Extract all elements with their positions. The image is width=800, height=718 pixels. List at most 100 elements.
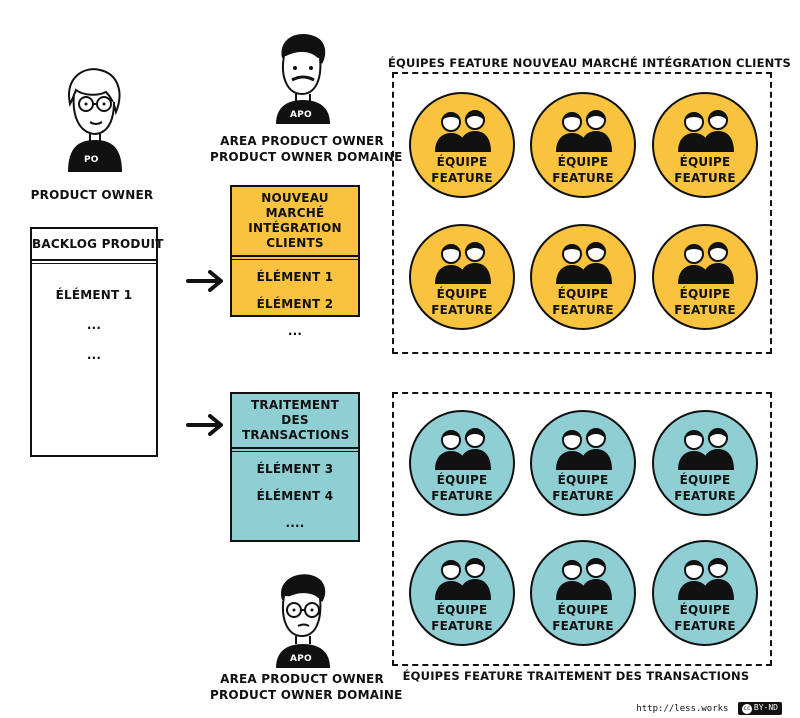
feature-team-label-line-1: ÉQUIPE [436,603,488,617]
product-owner-label: PRODUCT OWNER [30,188,154,202]
list-item: ÉLÉMENT 1 [55,288,133,302]
feature-team-label-line-2: FEATURE [431,489,493,503]
feature-team-label: ÉQUIPE FEATURE [654,154,756,186]
product-backlog-title: BACKLOG PRODUIT [32,229,163,264]
feature-team-label-line-2: FEATURE [552,303,614,317]
feature-team-label: ÉQUIPE FEATURE [654,286,756,318]
feature-team-circle: ÉQUIPE FEATURE [652,92,758,198]
feature-team-label-line-1: ÉQUIPE [557,155,609,169]
feature-team-label-line-2: FEATURE [552,619,614,633]
team-people-icon [672,554,742,600]
feature-team-label: ÉQUIPE FEATURE [411,602,513,634]
product-backlog: BACKLOG PRODUIT ÉLÉMENT 1 ... ... [30,227,163,457]
list-item: ... [86,318,102,332]
apo-badge: APO [290,110,312,120]
feature-team-label-line-1: ÉQUIPE [679,473,731,487]
feature-team-label-line-1: ÉQUIPE [557,287,609,301]
feature-team-label: ÉQUIPE FEATURE [411,472,513,504]
team-people-icon [429,238,499,284]
feature-team-label: ÉQUIPE FEATURE [411,286,513,318]
feature-team-label-line-2: FEATURE [674,619,736,633]
area-backlog-new-market: NOUVEAU MARCHÉ INTÉGRATION CLIENTS ÉLÉME… [230,185,360,338]
area-backlog-transactions: TRAITEMENT DES TRANSACTIONS ÉLÉMENT 3 ÉL… [230,392,360,542]
feature-team-label-line-1: ÉQUIPE [557,603,609,617]
feature-team-circle: ÉQUIPE FEATURE [530,224,636,330]
feature-team-circle: ÉQUIPE FEATURE [652,540,758,646]
feature-team-circle: ÉQUIPE FEATURE [530,540,636,646]
list-item: ÉLÉMENT 2 [256,297,334,311]
area-owner-label-1: AREA PRODUCT OWNER [220,134,384,148]
feature-team-label-line-2: FEATURE [431,619,493,633]
feature-team-circle: ÉQUIPE FEATURE [652,410,758,516]
feature-team-label: ÉQUIPE FEATURE [532,472,634,504]
feature-team-label-line-1: ÉQUIPE [679,155,731,169]
team-people-icon [429,424,499,470]
feature-team-label: ÉQUIPE FEATURE [411,154,513,186]
feature-team-label-line-2: FEATURE [431,171,493,185]
team-people-icon [550,106,620,152]
area-owner-label-1: AREA PRODUCT OWNER [220,672,384,686]
feature-team-label-line-1: ÉQUIPE [679,603,731,617]
arrow-right-icon [186,270,223,292]
feature-team-circle: ÉQUIPE FEATURE [409,410,515,516]
team-people-icon [550,554,620,600]
region-label-transactions: ÉQUIPES FEATURE TRAITEMENT DES TRANSACTI… [402,669,750,683]
team-people-icon [429,554,499,600]
footer-url[interactable]: http://less.works [636,704,729,714]
team-people-icon [550,238,620,284]
feature-team-label: ÉQUIPE FEATURE [654,602,756,634]
product-backlog-items: ÉLÉMENT 1 ... ... [32,287,156,377]
area-product-owner-avatar [276,574,330,668]
feature-team-circle: ÉQUIPE FEATURE [530,92,636,198]
po-badge: PO [84,155,99,165]
feature-teams-region-new-market [392,72,772,354]
feature-team-label-line-1: ÉQUIPE [557,473,609,487]
apo-badge: APO [290,654,312,664]
feature-team-circle: ÉQUIPE FEATURE [530,410,636,516]
region-label-new-market: ÉQUIPES FEATURE NOUVEAU MARCHÉ INTÉGRATI… [388,56,792,70]
team-people-icon [672,106,742,152]
area-owner-label-2: PRODUCT OWNER DOMAINE [210,150,403,164]
cc-icon: cc [741,704,752,714]
feature-team-circle: ÉQUIPE FEATURE [409,92,515,198]
area-backlog-title: NOUVEAU MARCHÉ INTÉGRATION CLIENTS [232,187,358,260]
area-backlog-title: TRAITEMENT DES TRANSACTIONS [232,394,358,452]
area-product-owner-avatar [276,34,330,124]
team-people-icon [672,424,742,470]
feature-team-label: ÉQUIPE FEATURE [532,602,634,634]
team-people-icon [429,106,499,152]
list-item: ÉLÉMENT 4 [256,489,334,503]
feature-team-label-line-1: ÉQUIPE [436,287,488,301]
feature-team-label-line-2: FEATURE [552,171,614,185]
feature-team-label-line-2: FEATURE [674,489,736,503]
list-item: .... [285,516,305,530]
area-backlog-items: ÉLÉMENT 3 ÉLÉMENT 4 .... [232,449,358,542]
feature-team-label-line-2: FEATURE [674,171,736,185]
feature-team-circle: ÉQUIPE FEATURE [409,540,515,646]
feature-team-circle: ÉQUIPE FEATURE [652,224,758,330]
area-backlog-items: ÉLÉMENT 1 ÉLÉMENT 2 ... [232,257,358,350]
feature-team-label-line-1: ÉQUIPE [436,473,488,487]
feature-team-label: ÉQUIPE FEATURE [532,286,634,318]
list-item: ... [287,324,303,338]
team-people-icon [672,238,742,284]
feature-team-label-line-2: FEATURE [552,489,614,503]
feature-teams-region-transactions [392,392,772,666]
feature-team-circle: ÉQUIPE FEATURE [409,224,515,330]
list-item: ÉLÉMENT 3 [256,462,334,476]
team-people-icon [550,424,620,470]
feature-team-label-line-2: FEATURE [431,303,493,317]
list-item: ÉLÉMENT 1 [256,270,334,284]
feature-team-label: ÉQUIPE FEATURE [654,472,756,504]
feature-team-label-line-1: ÉQUIPE [436,155,488,169]
feature-team-label-line-1: ÉQUIPE [679,287,731,301]
license-text: BY-ND [753,703,778,712]
product-owner-avatar [67,68,122,172]
arrow-right-icon [186,414,223,436]
area-owner-label-2: PRODUCT OWNER DOMAINE [210,688,403,702]
feature-team-label-line-2: FEATURE [674,303,736,317]
list-item: ... [86,348,102,362]
feature-team-label: ÉQUIPE FEATURE [532,154,634,186]
